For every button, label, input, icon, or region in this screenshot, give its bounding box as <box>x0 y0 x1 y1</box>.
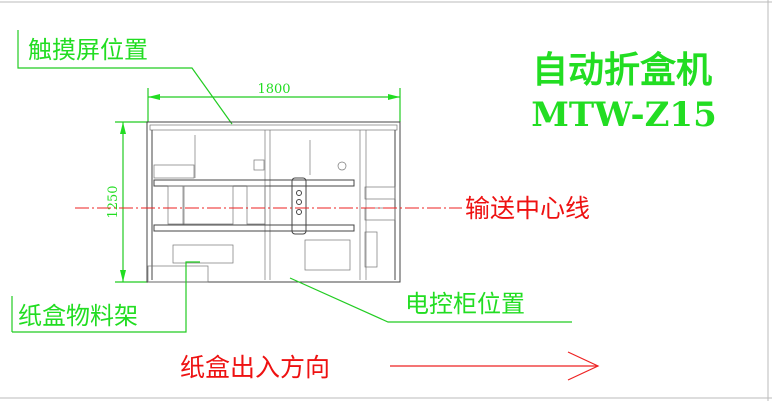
machine-plan-view <box>146 121 401 283</box>
touchscreen-label: 触摸屏位置 <box>28 36 148 64</box>
control-cabinet-leader <box>289 277 572 323</box>
direction-arrow-icon <box>390 351 600 381</box>
touchscreen-leader <box>17 30 233 125</box>
machine-title: 自动折盒机 <box>532 49 712 91</box>
direction-label: 纸盒出入方向 <box>180 353 330 382</box>
width-dimension-value: 1800 <box>257 82 290 97</box>
width-dimension <box>147 88 401 122</box>
machine-model: MTW-Z15 <box>531 95 717 135</box>
height-dimension-value: 1250 <box>106 185 121 218</box>
control-cabinet-label: 电控柜位置 <box>405 290 525 318</box>
material-rack-leader <box>11 261 200 333</box>
material-rack-label: 纸盒物料架 <box>18 302 138 330</box>
centerline-label: 输送中心线 <box>465 194 590 223</box>
height-dimension <box>115 121 148 283</box>
